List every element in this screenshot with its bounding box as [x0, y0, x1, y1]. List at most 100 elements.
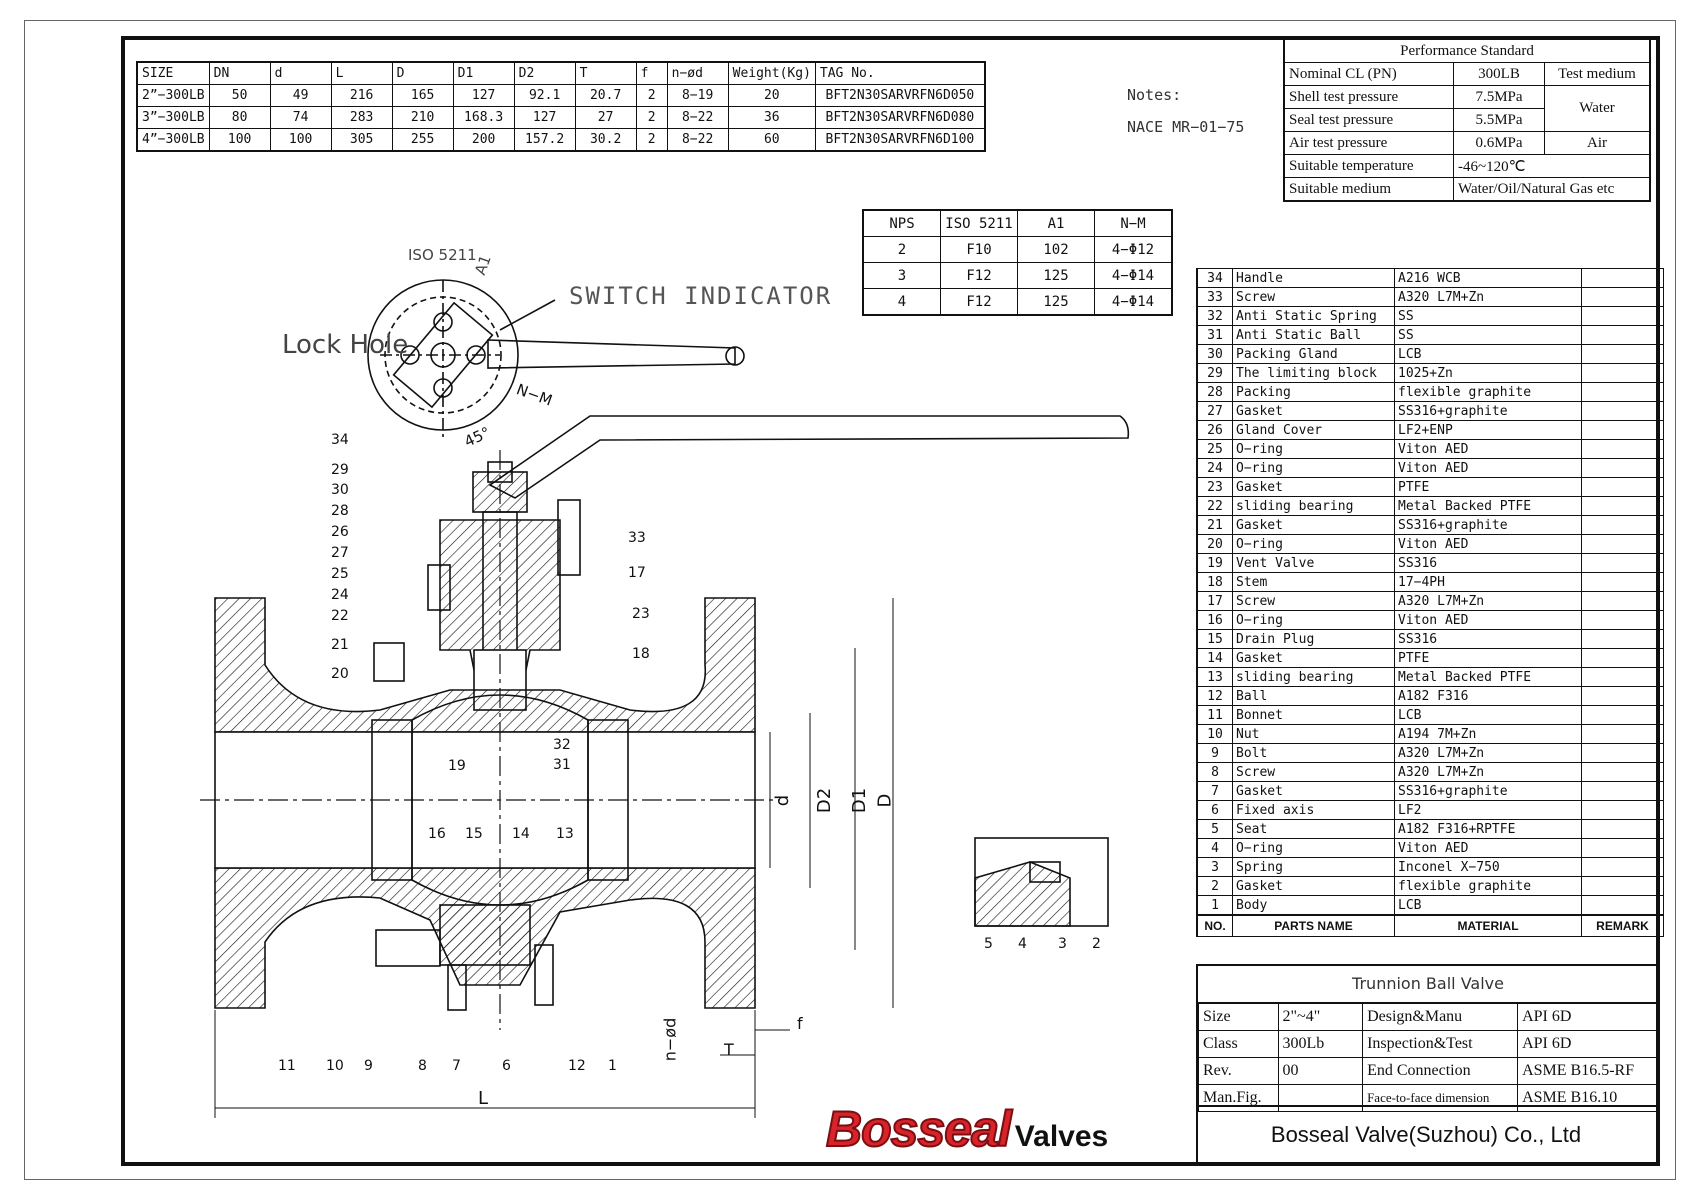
- part-cell: 16: [1196, 610, 1233, 630]
- title-cell: Face-to-face dimension: [1362, 1084, 1519, 1112]
- part-balloon: 7: [452, 1058, 461, 1074]
- title-cell: 00: [1277, 1057, 1364, 1085]
- bolt: [375, 929, 441, 967]
- part-cell: Inconel X−750: [1394, 857, 1582, 877]
- part-balloon: 28: [331, 503, 349, 519]
- size-cell: 3”−300LB: [136, 106, 210, 129]
- part-cell: The limiting block: [1232, 363, 1395, 383]
- ball: [411, 694, 589, 906]
- nps-cell: 4−Φ14: [1094, 288, 1173, 316]
- title-cell: ASME B16.5-RF: [1517, 1057, 1658, 1085]
- nps-cell: 125: [1017, 262, 1095, 289]
- dim-l: L: [478, 1088, 489, 1109]
- size-cell: 2”−300LB: [136, 84, 210, 107]
- part-balloon: 4: [1018, 936, 1027, 952]
- dim-d1: D1: [849, 787, 871, 814]
- part-cell: Gasket: [1232, 781, 1395, 801]
- size-cell: 60: [727, 128, 816, 152]
- part-cell: A182 F316+RPTFE: [1394, 819, 1582, 839]
- part-balloon: 11: [278, 1058, 296, 1074]
- part-balloon: 14: [512, 826, 530, 842]
- logo-suffix: Valves: [1014, 1120, 1109, 1153]
- part-cell: Anti Static Spring: [1232, 306, 1395, 326]
- title-cell: End Connection: [1362, 1057, 1519, 1085]
- part-cell: A320 L7M+Zn: [1394, 591, 1582, 611]
- size-cell: BFT2N30SARVRFN6D080: [814, 106, 986, 129]
- perf-cell: -46~120℃: [1453, 154, 1651, 178]
- size-cell: 8−22: [666, 106, 729, 129]
- part-balloon: 27: [331, 545, 349, 561]
- size-cell: 305: [330, 128, 393, 152]
- nps-header: A1: [1017, 209, 1095, 237]
- size-cell: 168.3: [452, 106, 515, 129]
- parts-header: MATERIAL: [1394, 914, 1582, 937]
- nps-header: ISO 5211: [940, 209, 1018, 237]
- bonnet-screw: [557, 499, 581, 576]
- perf-cell: Test medium: [1544, 62, 1651, 86]
- part-cell: A182 F316: [1394, 686, 1582, 706]
- part-balloon: 9: [364, 1058, 373, 1074]
- part-cell: Gasket: [1232, 401, 1395, 421]
- part-balloon: 1: [608, 1058, 617, 1074]
- part-balloon: 8: [418, 1058, 427, 1074]
- part-cell: 27: [1196, 401, 1233, 421]
- product-title: Trunnion Ball Valve: [1198, 966, 1658, 1003]
- part-balloon: 17: [628, 565, 646, 581]
- part-balloon: 33: [628, 530, 646, 546]
- nps-cell: 4−Φ14: [1094, 262, 1173, 289]
- part-balloon: 34: [331, 432, 349, 448]
- size-cell: BFT2N30SARVRFN6D100: [814, 128, 986, 152]
- parts-header: PARTS NAME: [1232, 914, 1395, 937]
- part-cell: 17: [1196, 591, 1233, 611]
- lock-hole-label: Lock Hole: [282, 330, 409, 360]
- part-cell: 33: [1196, 287, 1233, 307]
- size-cell: 127: [513, 106, 576, 129]
- perf-cell: Seal test pressure: [1283, 108, 1454, 132]
- dim-d: d: [772, 794, 794, 807]
- outer-border: [24, 20, 1676, 1180]
- size-cell: 4”−300LB: [136, 128, 210, 152]
- perf-cell: 5.5MPa: [1453, 108, 1545, 132]
- bonnet-screw-left: [427, 564, 451, 611]
- part-cell: 29: [1196, 363, 1233, 383]
- size-cell: 157.2: [513, 128, 576, 152]
- size-cell: 127: [452, 84, 515, 107]
- part-cell: Gasket: [1232, 477, 1395, 497]
- company-name: Bosseal Valve(Suzhou) Co., Ltd: [1196, 1105, 1656, 1163]
- part-balloon: 16: [428, 826, 446, 842]
- part-cell: Fixed axis: [1232, 800, 1395, 820]
- screw-lower: [447, 964, 467, 1011]
- performance-table: Performance Standard Nominal CL (PN)300L…: [1283, 38, 1651, 202]
- switch-indicator-label: SWITCH INDICATOR: [569, 282, 833, 310]
- part-cell: 28: [1196, 382, 1233, 402]
- part-cell: Vent Valve: [1232, 553, 1395, 573]
- part-balloon: 26: [331, 524, 349, 540]
- nps-cell: 125: [1017, 288, 1095, 316]
- part-cell: Metal Backed PTFE: [1394, 667, 1582, 687]
- title-cell: Man.Fig.: [1198, 1084, 1279, 1112]
- vent-plug: [373, 642, 405, 682]
- nps-cell: 3: [862, 262, 941, 289]
- dim-t: T: [724, 1040, 734, 1059]
- part-cell: Packing: [1232, 382, 1395, 402]
- part-balloon: 12: [568, 1058, 586, 1074]
- part-balloon: 32: [553, 737, 571, 753]
- handle-top-view: [487, 339, 736, 369]
- part-balloon: 2: [1092, 936, 1101, 952]
- part-cell: Viton AED: [1394, 838, 1582, 858]
- dim-d2: D2: [814, 787, 836, 814]
- part-cell: 15: [1196, 629, 1233, 649]
